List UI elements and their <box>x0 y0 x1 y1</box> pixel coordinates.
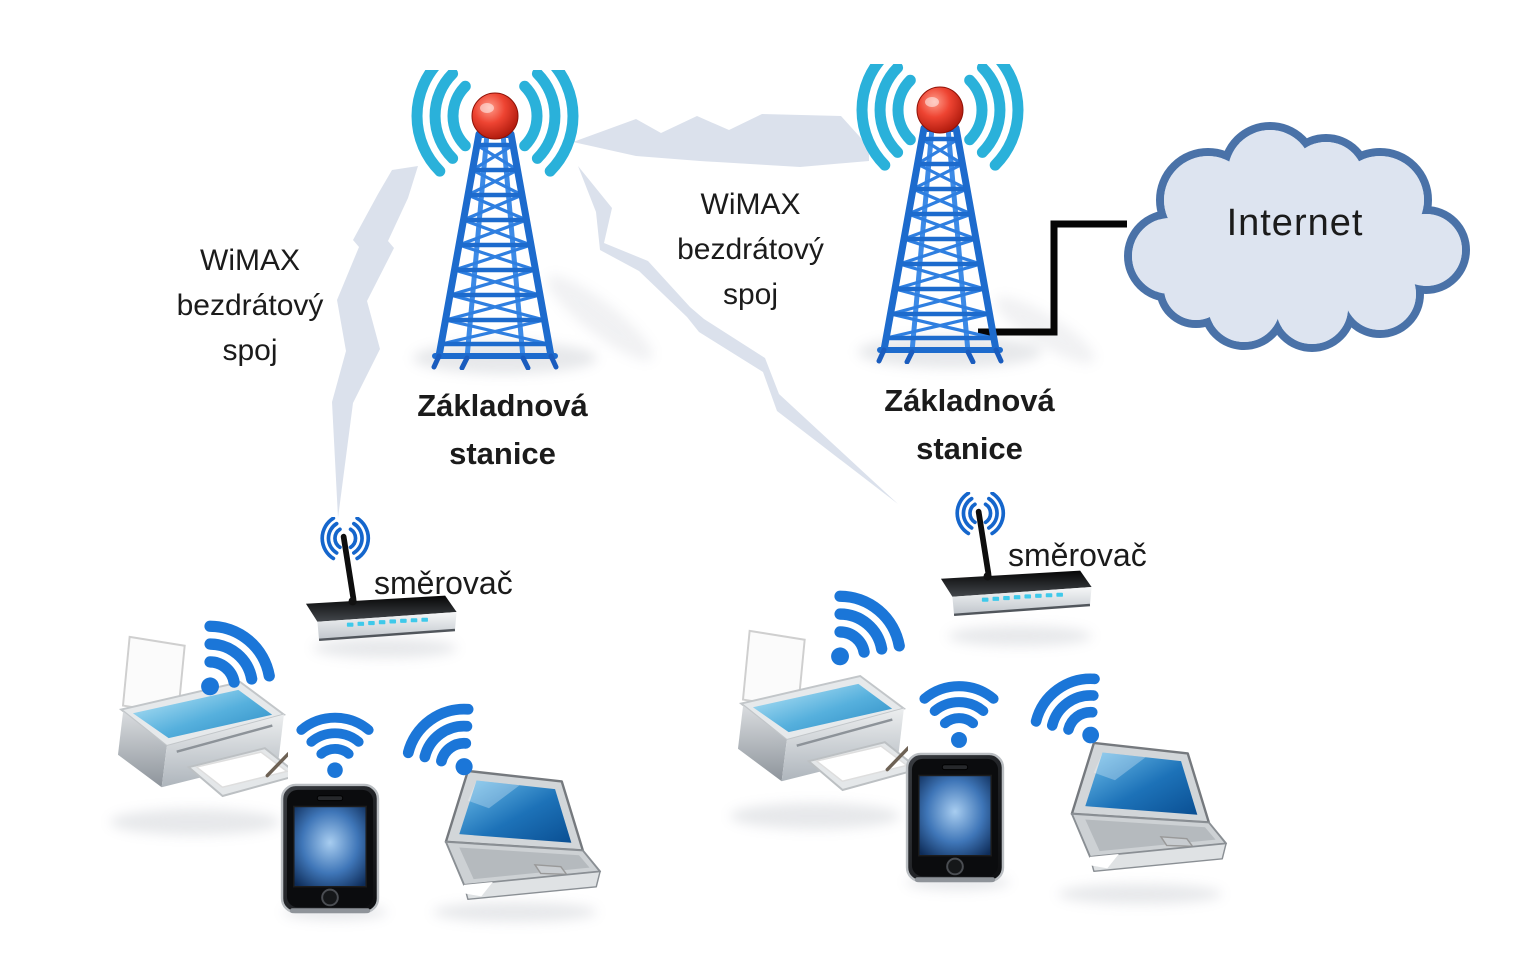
label-router-left: směrovač <box>374 565 513 601</box>
label-wimax-link-right: WiMAX bezdrátový spoj <box>677 188 824 311</box>
label-wimax-link-left: WiMAX bezdrátový spoj <box>176 244 324 367</box>
beam-left-tower-to-left-router <box>332 166 418 518</box>
wired-connection-line <box>978 220 1127 336</box>
label-base-station-right: Základnová stanice <box>884 383 1055 466</box>
internet-cloud-icon <box>1124 122 1470 352</box>
label-internet: Internet <box>1226 202 1364 244</box>
beam-tower-to-tower <box>573 114 869 167</box>
label-base-station-left: Základnová stanice <box>417 388 588 471</box>
wifi-icon-phone-right <box>917 666 1001 750</box>
smartphone-left <box>276 783 384 920</box>
smartphone-right <box>901 752 1009 889</box>
label-router-right: směrovač <box>1008 537 1147 573</box>
laptop-right <box>1046 740 1228 879</box>
wireless-beams <box>332 114 898 518</box>
base-station-tower-right <box>850 64 1030 364</box>
wifi-icon-phone-left <box>294 698 376 780</box>
base-station-tower-left <box>405 70 585 370</box>
